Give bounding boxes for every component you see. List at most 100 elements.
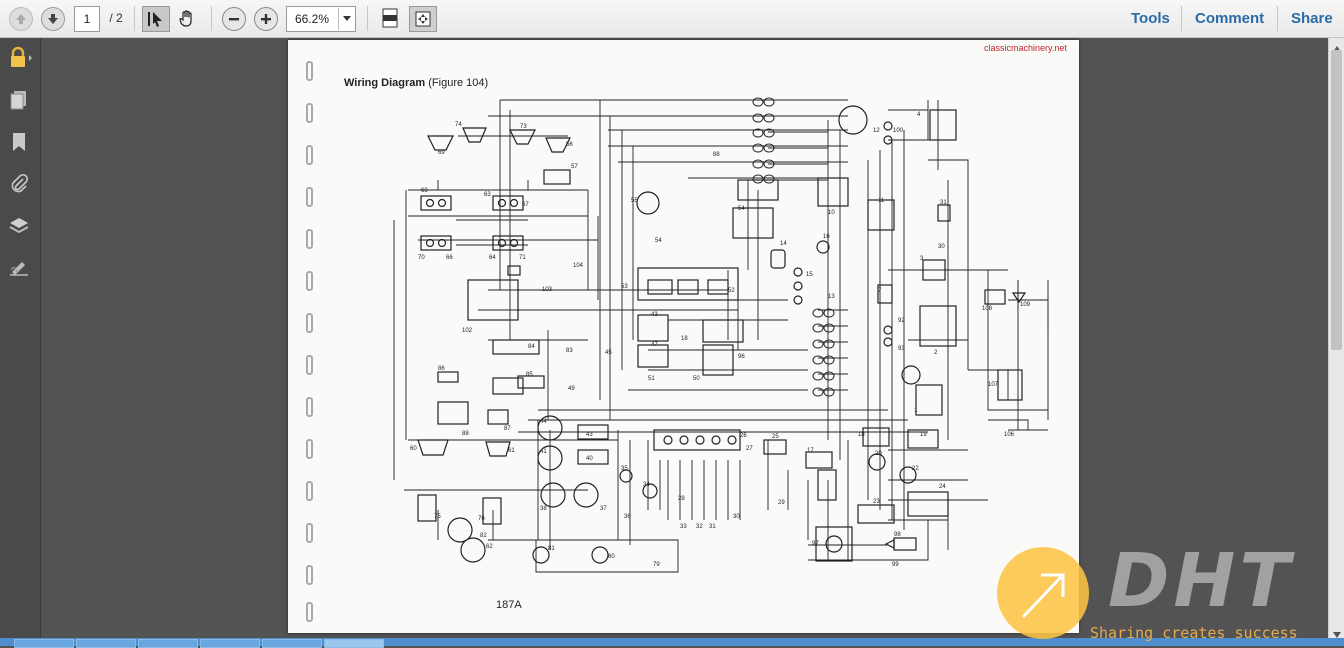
page-title: Wiring Diagram (Figure 104) — [344, 77, 488, 89]
scroll-down-icon[interactable] — [1332, 626, 1342, 644]
document-page: classicmachinery.net Wiring Diagram (Fig… — [288, 40, 1079, 633]
zoom-select[interactable]: 66.2% — [286, 6, 356, 32]
svg-text:17: 17 — [807, 448, 814, 454]
source-tag: classicmachinery.net — [984, 43, 1067, 53]
tools-menu[interactable]: Tools — [1131, 10, 1170, 27]
svg-text:102: 102 — [462, 328, 473, 334]
arrow-up-icon[interactable] — [9, 7, 33, 31]
svg-text:100: 100 — [893, 128, 904, 134]
share-menu[interactable]: Share — [1291, 10, 1333, 27]
navigation-pane — [0, 38, 41, 638]
comment-menu[interactable]: Comment — [1195, 10, 1265, 27]
svg-text:24: 24 — [939, 484, 946, 490]
lock-icon[interactable] — [8, 46, 32, 68]
taskbar-item[interactable] — [262, 639, 322, 648]
taskbar-item[interactable] — [200, 639, 260, 648]
svg-text:98: 98 — [894, 532, 901, 538]
svg-text:68: 68 — [421, 188, 428, 194]
taskbar-item[interactable] — [14, 639, 74, 648]
fit-page-icon[interactable] — [409, 6, 437, 32]
svg-text:53: 53 — [621, 284, 628, 290]
svg-text:63: 63 — [484, 192, 491, 198]
svg-text:47: 47 — [651, 342, 658, 348]
svg-text:36: 36 — [624, 514, 631, 520]
svg-text:103: 103 — [542, 287, 553, 293]
select-cursor-icon[interactable] — [142, 6, 170, 32]
binder-holes — [306, 61, 313, 622]
svg-text:56: 56 — [566, 142, 573, 148]
svg-text:97: 97 — [812, 541, 819, 547]
svg-text:40: 40 — [586, 456, 593, 462]
svg-text:104: 104 — [573, 263, 584, 269]
svg-text:86: 86 — [438, 366, 445, 372]
minus-icon[interactable] — [222, 7, 246, 31]
svg-text:7: 7 — [878, 288, 882, 294]
taskbar-item[interactable] — [138, 639, 198, 648]
pages-icon[interactable] — [8, 89, 30, 111]
svg-text:92: 92 — [898, 318, 905, 324]
svg-text:80: 80 — [608, 554, 615, 560]
svg-text:2: 2 — [934, 350, 938, 356]
svg-text:74: 74 — [455, 122, 462, 128]
svg-text:23: 23 — [873, 499, 880, 505]
paperclip-icon[interactable] — [8, 173, 30, 195]
hand-icon[interactable] — [174, 6, 200, 30]
svg-text:13: 13 — [828, 294, 835, 300]
svg-text:85: 85 — [526, 372, 533, 378]
page-title-figure: (Figure 104) — [428, 77, 489, 89]
svg-text:88: 88 — [462, 431, 469, 437]
svg-text:87: 87 — [504, 426, 511, 432]
fit-width-icon[interactable] — [378, 6, 402, 30]
svg-text:54: 54 — [655, 238, 662, 244]
svg-text:106: 106 — [1004, 432, 1015, 438]
svg-text:18: 18 — [681, 336, 688, 342]
svg-text:52: 52 — [728, 288, 735, 294]
svg-text:29: 29 — [778, 500, 785, 506]
page-number-input[interactable]: 1 — [74, 6, 100, 32]
svg-text:35: 35 — [621, 466, 628, 472]
svg-text:61: 61 — [508, 448, 515, 454]
watermark-brand: DHT — [1108, 538, 1294, 624]
svg-text:107: 107 — [988, 382, 999, 388]
taskbar-item-active[interactable] — [324, 639, 384, 648]
svg-text:10: 10 — [828, 210, 835, 216]
svg-text:37: 37 — [600, 506, 607, 512]
svg-text:41: 41 — [540, 449, 547, 455]
svg-text:88: 88 — [713, 152, 720, 158]
taskbar-item[interactable] — [76, 639, 136, 648]
vertical-scrollbar[interactable] — [1328, 38, 1344, 638]
svg-text:69: 69 — [438, 150, 445, 156]
svg-text:67: 67 — [522, 202, 529, 208]
bookmark-icon[interactable] — [8, 131, 30, 153]
arrow-down-icon[interactable] — [41, 7, 65, 31]
main-toolbar: 1 / 2 66.2% Tools Comment Share — [0, 0, 1344, 38]
svg-text:1: 1 — [914, 408, 918, 414]
svg-text:84: 84 — [528, 344, 535, 350]
svg-text:66: 66 — [446, 255, 453, 261]
svg-text:25: 25 — [772, 434, 779, 440]
svg-text:45: 45 — [605, 350, 612, 356]
svg-text:99: 99 — [892, 562, 899, 568]
svg-text:96: 96 — [738, 354, 745, 360]
plus-icon[interactable] — [254, 7, 278, 31]
svg-text:43: 43 — [651, 312, 658, 318]
svg-text:16: 16 — [823, 234, 830, 240]
svg-text:44: 44 — [540, 419, 547, 425]
svg-text:81: 81 — [548, 546, 555, 552]
signature-icon[interactable] — [8, 258, 30, 280]
watermark-tagline: Sharing creates success — [1090, 624, 1298, 642]
svg-text:57: 57 — [571, 164, 578, 170]
svg-text:71: 71 — [519, 255, 526, 261]
svg-text:51: 51 — [648, 376, 655, 382]
layers-icon[interactable] — [8, 215, 30, 237]
svg-text:60: 60 — [410, 446, 417, 452]
scrollbar-thumb[interactable] — [1331, 50, 1342, 350]
svg-text:12: 12 — [873, 128, 880, 134]
svg-text:49: 49 — [568, 386, 575, 392]
svg-text:3: 3 — [920, 256, 924, 262]
svg-text:79: 79 — [653, 562, 660, 568]
svg-text:76: 76 — [478, 516, 485, 522]
chevron-down-icon[interactable] — [338, 8, 355, 30]
svg-text:26: 26 — [740, 433, 747, 439]
